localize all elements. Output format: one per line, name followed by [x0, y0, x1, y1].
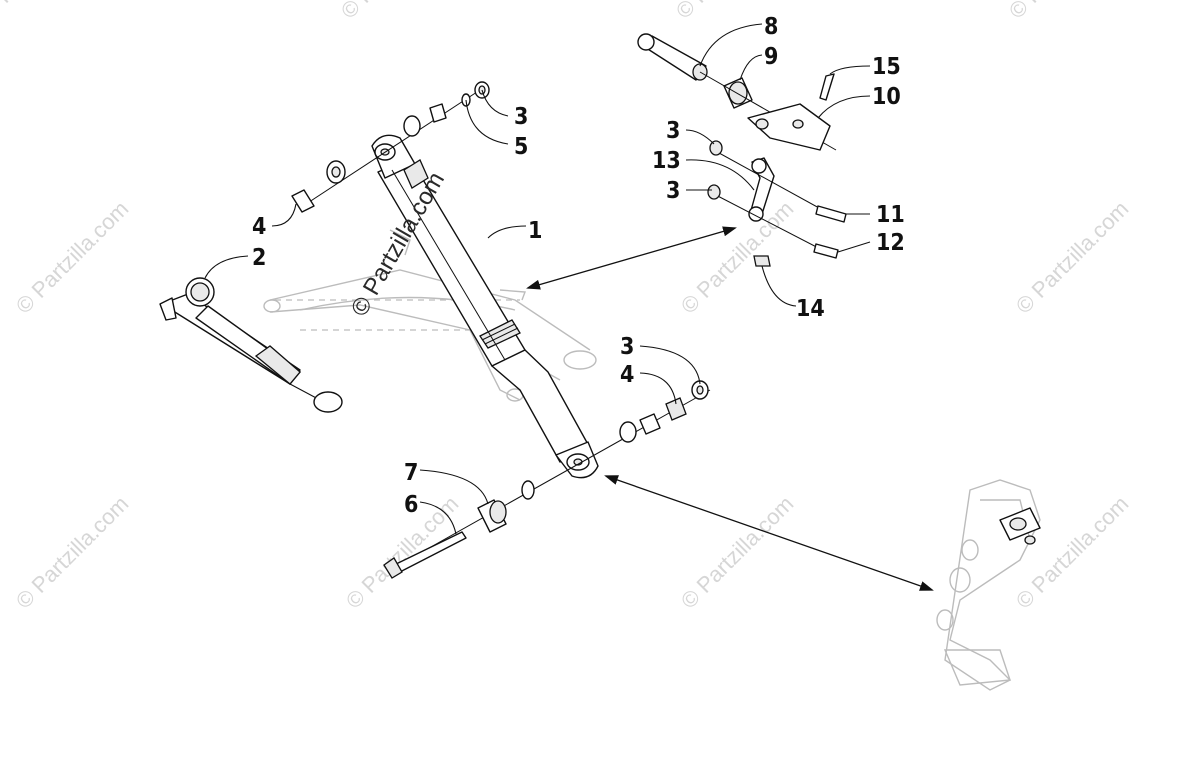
callout-6: 6: [404, 492, 418, 518]
callout-5: 5: [514, 134, 528, 160]
callout-12: 12: [876, 230, 905, 256]
watermark-tile: © Partzilla.com: [676, 491, 799, 614]
callout-3: 3: [666, 118, 680, 144]
linkage-group: [637, 33, 847, 267]
callout-2: 2: [252, 245, 266, 271]
callout-4: 4: [252, 214, 266, 240]
callout-13: 13: [652, 148, 681, 174]
shock-pump: [159, 277, 343, 413]
watermark-tile: © Partzilla.com: [336, 0, 459, 24]
callout-7: 7: [404, 460, 418, 486]
callout-9: 9: [764, 44, 778, 70]
callout-15: 15: [872, 54, 901, 80]
callout-4: 4: [620, 362, 634, 388]
watermark-tile: © Partzilla.com: [11, 196, 134, 319]
callout-3: 3: [620, 334, 634, 360]
arrow-shock-to-linkage: [526, 226, 737, 290]
watermark-tile: © Partzilla.com: [1011, 196, 1134, 319]
watermark-tile: © Partzilla.com: [11, 491, 134, 614]
callout-8: 8: [764, 14, 778, 40]
callout-3: 3: [666, 178, 680, 204]
watermark-tile: © Partzilla.com: [341, 491, 464, 614]
watermark-tile: © Partzilla.com: [0, 0, 98, 24]
lower-hardware: [383, 380, 711, 579]
callout-10: 10: [872, 84, 901, 110]
callout-3: 3: [514, 104, 528, 130]
leader-lines: [204, 23, 871, 535]
arrow-shock-to-spindle: [604, 475, 934, 591]
callout-11: 11: [876, 202, 905, 228]
callouts: 1 2 3 5 4 3 4 7 6 8 9 15 10 3 13 3 11 12…: [252, 14, 905, 518]
shock-absorber: [371, 134, 599, 479]
callout-14: 14: [796, 296, 825, 322]
spindle-ghost: [936, 479, 1041, 691]
callout-1: 1: [528, 218, 542, 244]
watermark-tile: © Partzilla.com: [1004, 0, 1127, 24]
relation-arrows: [526, 226, 934, 591]
